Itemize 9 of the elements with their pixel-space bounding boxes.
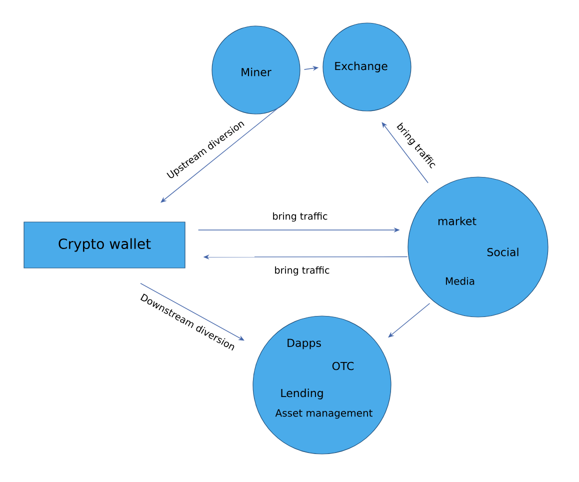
process-box: Crypto wallet bbox=[24, 222, 186, 268]
arrow bbox=[382, 122, 428, 184]
edge-label: bring traffic bbox=[271, 211, 329, 223]
circle-node: Miner bbox=[212, 26, 300, 114]
circle-node: market Social Media bbox=[408, 176, 548, 318]
arrow bbox=[140, 282, 244, 341]
circle-node: Exchange bbox=[322, 22, 412, 112]
edge-label: bring traffic bbox=[273, 265, 331, 277]
circle-node: Dapps OTC Lending Asset management bbox=[252, 316, 392, 454]
